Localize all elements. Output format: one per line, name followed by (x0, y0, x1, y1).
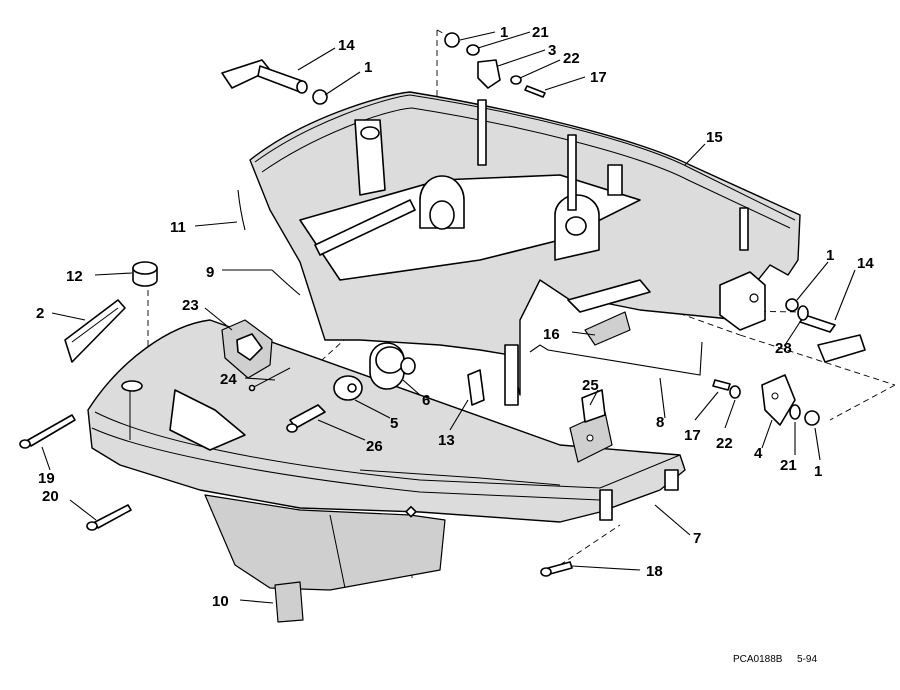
callout-1-right: 1 (826, 247, 834, 264)
callout-1-upper-left: 1 (364, 59, 372, 76)
pad-part-25 (569, 389, 613, 463)
callout-13: 13 (438, 432, 455, 449)
callout-21-top: 21 (532, 24, 549, 41)
callout-19: 19 (38, 470, 55, 487)
drawing-code: PCA0188B (733, 654, 783, 665)
callout-24: 24 (220, 371, 237, 388)
seal-parts-9-11 (237, 189, 301, 296)
nuts-and-washers (312, 32, 820, 426)
callout-6: 6 (422, 392, 430, 409)
lower-cowl-bottom-part-7 (87, 319, 686, 591)
callout-12: 12 (66, 268, 83, 285)
callout-25: 25 (582, 377, 599, 394)
grommet-part-6 (369, 342, 416, 390)
lower-cowl-top-part-15 (249, 91, 801, 406)
callout-8: 8 (656, 414, 664, 431)
bolt-part-18 (540, 561, 573, 577)
callout-14-right: 14 (857, 255, 874, 272)
callout-20: 20 (42, 488, 59, 505)
bolt-part-20 (86, 504, 132, 531)
grommet-part-23 (221, 319, 273, 379)
callout-23: 23 (182, 297, 199, 314)
latch-lever-part-14-upper (221, 59, 308, 94)
date-code: 5-94 (797, 654, 817, 665)
callout-17-top: 17 (590, 69, 607, 86)
leader-lines (41, 31, 856, 604)
screws-part-17 (524, 85, 731, 391)
callout-3: 3 (548, 42, 556, 59)
callout-7: 7 (693, 530, 701, 547)
callout-5: 5 (390, 415, 398, 432)
seal-strip-part-2 (64, 299, 126, 363)
callout-26: 26 (366, 438, 383, 455)
callout-15: 15 (706, 129, 723, 146)
callout-1-top: 1 (500, 24, 508, 41)
bracket-part-4 (761, 374, 796, 426)
pad-part-10 (274, 581, 304, 623)
callout-10: 10 (212, 593, 229, 610)
pin-part-24 (248, 367, 291, 392)
callout-14-upper: 14 (338, 37, 355, 54)
bracket-part-3 (477, 59, 501, 89)
callout-18: 18 (646, 563, 663, 580)
latch-lever-part-14-lower (799, 314, 866, 363)
washer-part-5 (333, 375, 363, 401)
stud-part-26 (286, 404, 326, 433)
callout-11: 11 (170, 219, 186, 236)
callout-labels: 14 1 1 21 3 22 17 15 11 12 9 2 23 24 1 1… (36, 24, 874, 610)
callout-4: 4 (754, 445, 763, 462)
callout-28: 28 (775, 340, 792, 357)
callout-2: 2 (36, 305, 44, 322)
clip-part-13 (467, 369, 485, 406)
callout-21-right: 21 (780, 457, 797, 474)
bolt-part-19 (19, 414, 76, 449)
callout-9: 9 (206, 264, 214, 281)
callout-1-bottom-right: 1 (814, 463, 822, 480)
callout-22-top: 22 (563, 50, 580, 67)
callout-16: 16 (543, 326, 560, 343)
callout-22-right: 22 (716, 435, 733, 452)
callout-17-right: 17 (684, 427, 701, 444)
drawing-footer: PCA0188B 5-94 (733, 654, 817, 665)
grommet-part-12 (132, 261, 158, 287)
pad-part-16 (584, 311, 631, 346)
wire-part-8 (529, 341, 703, 376)
